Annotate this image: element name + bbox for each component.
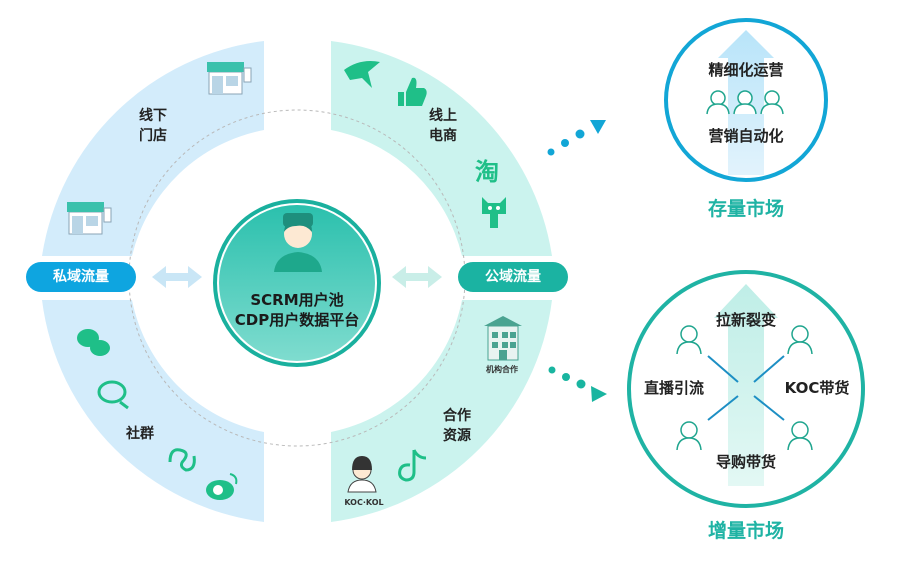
store-icon (67, 202, 112, 235)
koc-kol-avatar-icon (347, 456, 377, 493)
private-traffic-pill (26, 262, 136, 292)
wechat-icon (77, 329, 110, 356)
institution-caption: 机构合作 (486, 365, 518, 374)
growth-bottom-label: 导购带货 (715, 453, 776, 471)
koc-kol-caption: KOC·KOL (344, 498, 384, 507)
growth-right-label: KOC带货 (784, 379, 850, 397)
double-arrow-private-icon (152, 266, 202, 288)
svg-text:淘: 淘 (475, 158, 499, 186)
dotted-arrow-to-growth (548, 366, 607, 402)
taobao-icon: 淘 (475, 158, 499, 186)
person-avatar-icon (676, 325, 702, 355)
online-ecommerce-label: 线上 电商 (429, 108, 457, 144)
stock-bottom-label: 营销自动化 (708, 127, 784, 145)
user-group-icon (706, 90, 784, 115)
person-avatar-icon (787, 325, 813, 355)
thumbs-up-icon (398, 77, 427, 106)
public-traffic-pill (458, 262, 568, 292)
mini-program-icon (168, 448, 196, 472)
center-platform (213, 199, 381, 367)
stock-market-title: 存量市场 (707, 198, 784, 220)
center-title-line2: CDP用户数据平台 (234, 311, 360, 329)
tmall-cat-icon (482, 197, 506, 228)
stock-top-label: 精细化运营 (708, 61, 784, 79)
partner-resources-label: 合作 资源 (443, 408, 471, 444)
person-avatar-icon (676, 421, 702, 451)
store-icon (207, 62, 252, 95)
user-avatar-icon (274, 213, 322, 272)
bird-logo-icon (344, 61, 380, 88)
chat-bubble-icon (97, 380, 129, 410)
community-label: 社群 (126, 426, 154, 442)
offline-store-label: 线下 门店 (139, 108, 167, 144)
growth-market-title: 增量市场 (707, 520, 784, 542)
segment-online-ecommerce (331, 41, 552, 256)
growth-left-label: 直播引流 (643, 379, 704, 397)
weibo-icon (206, 473, 238, 500)
private-traffic-label: 私域流量 (53, 269, 109, 285)
public-traffic-label: 公域流量 (485, 269, 541, 285)
tiktok-icon (398, 449, 427, 482)
dotted-arrow-to-stock (547, 120, 606, 156)
center-title-line1: SCRM用户池 (250, 291, 344, 309)
building-icon (484, 316, 522, 361)
growth-top-label: 拉新裂变 (715, 311, 776, 329)
double-arrow-public-icon (392, 266, 442, 288)
converging-arrows-icon (707, 355, 785, 421)
person-avatar-icon (787, 421, 813, 451)
